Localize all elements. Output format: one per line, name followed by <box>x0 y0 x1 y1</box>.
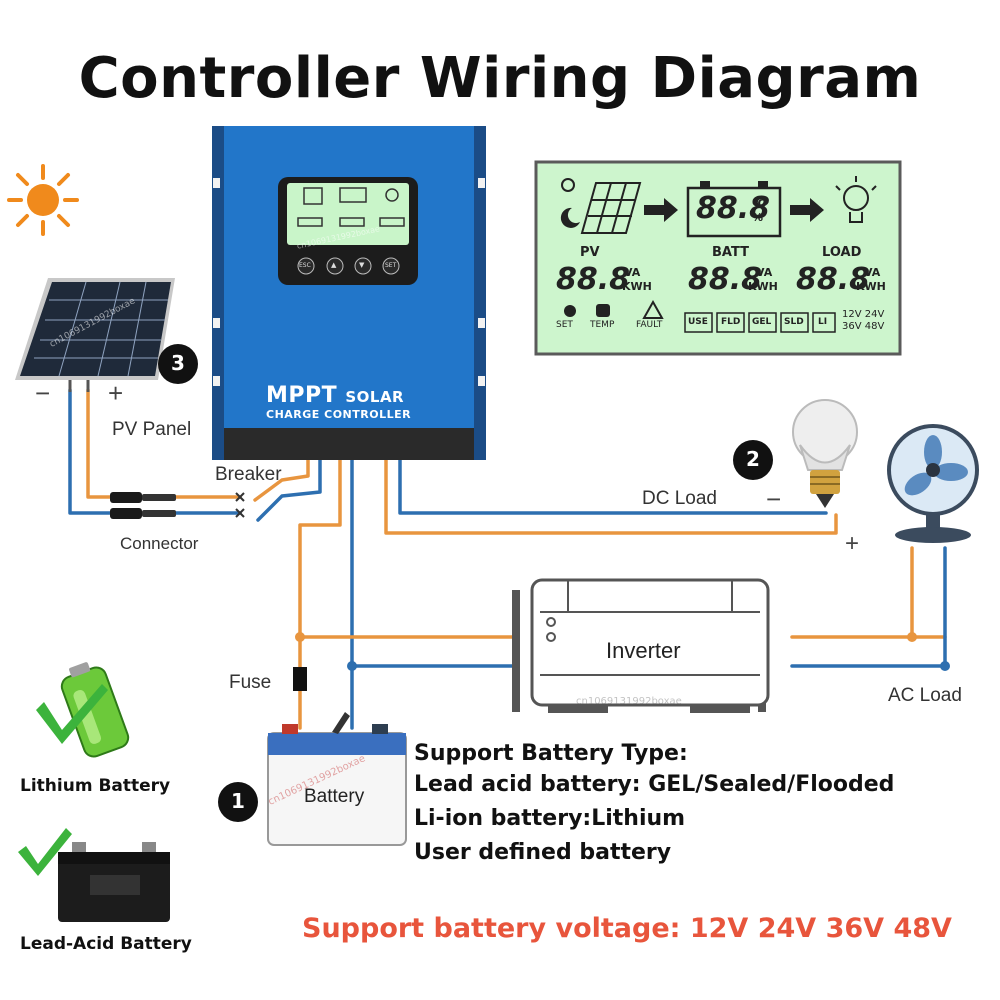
pv-minus-sign: − <box>35 378 51 408</box>
lcd-temp-icon <box>596 304 610 317</box>
down-button[interactable] <box>354 257 372 275</box>
check-icon-2 <box>18 828 72 876</box>
charge-controller <box>212 126 486 460</box>
dc-load-negative-wire <box>398 458 828 515</box>
lcd-batt-digits-2: 88.8 <box>688 262 763 297</box>
lcd-voltages-bottom: 36V 48V <box>842 321 885 332</box>
lcd-pv-kwh: KWH <box>622 280 652 293</box>
lead-acid-battery-label: Lead-Acid Battery <box>20 934 192 954</box>
watermark-3: cn1069131992boxae <box>576 696 682 707</box>
lcd-bulb-icon <box>835 176 877 223</box>
solar-panel-icon <box>15 278 175 392</box>
lcd-batt-digits: 88.8 <box>696 191 771 226</box>
up-button[interactable] <box>326 257 344 275</box>
brand-main: MPPT <box>266 383 338 408</box>
marker-3-label: 3 <box>171 351 185 375</box>
pv-plus-sign: + <box>108 378 124 408</box>
connector-label: Connector <box>120 534 199 553</box>
lcd-temp-indicator: TEMP <box>590 320 615 330</box>
page-title: Controller Wiring Diagram <box>78 46 922 111</box>
lcd-gear-icon <box>564 305 576 317</box>
lead-acid-battery-icon <box>18 828 170 922</box>
marker-1-label: 1 <box>231 789 245 813</box>
lithium-battery-icon <box>36 662 130 758</box>
esc-label: ESC <box>299 262 311 269</box>
battery-label: Battery <box>304 786 365 807</box>
set-label: SET <box>385 262 397 269</box>
lcd-batt-kwh: KWH <box>748 280 778 293</box>
marker-3 <box>158 344 198 384</box>
dc-load-plus: + <box>845 530 860 557</box>
sun-icon <box>7 164 79 236</box>
battery-support-line-1: Lead acid battery: GEL/Sealed/Flooded <box>414 772 895 797</box>
up-label: ▲ <box>331 261 337 269</box>
breaker-negative-wire <box>256 458 322 522</box>
lcd-display <box>534 160 902 356</box>
lithium-battery-label: Lithium Battery <box>20 776 171 796</box>
lcd-pv-va: VA <box>624 266 641 279</box>
connector-icon <box>110 492 176 519</box>
breaker-icon <box>235 492 245 518</box>
lcd-arrow-1 <box>644 198 678 222</box>
controller-subtitle: CHARGE CONTROLLER <box>266 408 412 421</box>
lcd-set-indicator: SET <box>556 320 573 330</box>
lcd-load-va: VA <box>864 266 881 279</box>
battery-icon <box>267 712 407 846</box>
lcd-type-li: LI <box>818 317 828 327</box>
lcd-arrow-2 <box>790 198 824 222</box>
fuse-icon <box>293 667 307 691</box>
controller-brand: MPPT SOLAR <box>266 383 404 408</box>
lcd-fault-indicator: FAULT <box>636 320 663 330</box>
down-label: ▼ <box>359 261 365 269</box>
fuse-label: Fuse <box>229 672 272 693</box>
junction-dots <box>295 632 950 671</box>
marker-2-label: 2 <box>746 447 760 471</box>
voltage-note: Support battery voltage: 12V 24V 36V 48V <box>302 913 952 944</box>
pv-positive-wire <box>86 388 114 499</box>
breaker-positive-wire <box>253 458 310 502</box>
lcd-type-gel: GEL <box>752 317 772 327</box>
lcd-panel-icon <box>580 182 642 234</box>
dc-load-positive-wire <box>384 458 838 535</box>
esc-button[interactable] <box>297 257 315 275</box>
battery-positive-wire <box>298 458 342 730</box>
inverter-icon <box>512 578 770 713</box>
lcd-type-use: USE <box>688 317 708 327</box>
lcd-temp-units: °C % <box>752 197 766 224</box>
lcd-load-digits: 88.8 <box>796 262 871 297</box>
check-icon <box>36 684 108 744</box>
lcd-voltages-top: 12V 24V <box>842 309 885 320</box>
lcd-load-kwh: KWH <box>856 280 886 293</box>
marker-1 <box>218 782 258 822</box>
lcd-pv-digits: 88.8 <box>556 262 631 297</box>
lcd-pv-label: PV <box>580 245 600 260</box>
lcd-type-sld: SLD <box>784 317 804 327</box>
lcd-batt-label: BATT <box>712 245 749 260</box>
brand-sub: SOLAR <box>345 388 405 406</box>
lcd-sun-icon <box>561 178 575 192</box>
lcd-moon-icon <box>560 207 580 228</box>
lcd-load-label: LOAD <box>822 245 862 260</box>
fan-icon <box>887 424 979 543</box>
lcd-batt-va: VA <box>756 266 773 279</box>
battery-support-line-3: User defined battery <box>414 840 672 865</box>
lcd-battery-icon <box>686 186 782 238</box>
lcd-type-fld: FLD <box>721 317 741 327</box>
lcd-fault-icon <box>642 299 664 319</box>
pv-panel-label: PV Panel <box>112 419 192 440</box>
set-button[interactable] <box>382 257 400 275</box>
pv-negative-wire <box>68 388 112 515</box>
battery-support-heading: Support Battery Type: <box>414 741 688 766</box>
inverter-label: Inverter <box>606 638 681 663</box>
ac-load-label: AC Load <box>888 685 962 706</box>
marker-2 <box>733 440 773 480</box>
light-bulb-icon <box>792 399 858 508</box>
battery-support-line-2: Li-ion battery:Lithium <box>414 806 686 831</box>
dc-load-label: DC Load <box>642 488 717 509</box>
dc-load-minus: − <box>766 484 782 514</box>
breaker-label: Breaker <box>215 464 282 485</box>
